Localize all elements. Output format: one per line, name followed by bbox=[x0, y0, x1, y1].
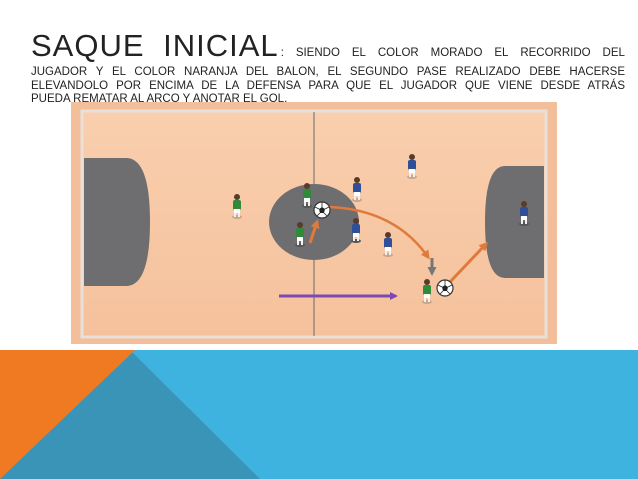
slide-title: SAQUE INICIAL bbox=[31, 28, 279, 63]
description-line-2: JUGADOR Y EL COLOR NARANJA DEL BALON, EL… bbox=[31, 66, 625, 78]
right-penalty-area bbox=[485, 166, 544, 278]
ball-route-shot bbox=[447, 241, 489, 285]
decorative-footer-band bbox=[0, 350, 638, 479]
player-figure-icon bbox=[519, 201, 529, 226]
description-line-3: ELEVANDOLO POR ENCIMA DE LA DEFENSA PARA… bbox=[31, 79, 625, 92]
player-figure-icon bbox=[383, 232, 393, 257]
soccer-ball-icon bbox=[436, 279, 454, 297]
player-figure-icon bbox=[407, 154, 417, 179]
center-circle bbox=[269, 184, 359, 260]
player-figure-icon bbox=[302, 183, 312, 208]
player-figure-icon bbox=[295, 222, 305, 247]
soccer-ball-icon bbox=[313, 201, 331, 219]
left-penalty-area bbox=[84, 158, 150, 286]
slide-description: JUGADOR Y EL COLOR NARANJA DEL BALON, EL… bbox=[31, 66, 625, 107]
player-figure-icon bbox=[351, 218, 361, 243]
player-figure-icon bbox=[422, 279, 432, 304]
player-figure-icon bbox=[232, 194, 242, 219]
player-figure-icon bbox=[352, 177, 362, 202]
ball-route-lofted-pass bbox=[329, 205, 430, 260]
ball-route-first-pass bbox=[308, 219, 320, 244]
